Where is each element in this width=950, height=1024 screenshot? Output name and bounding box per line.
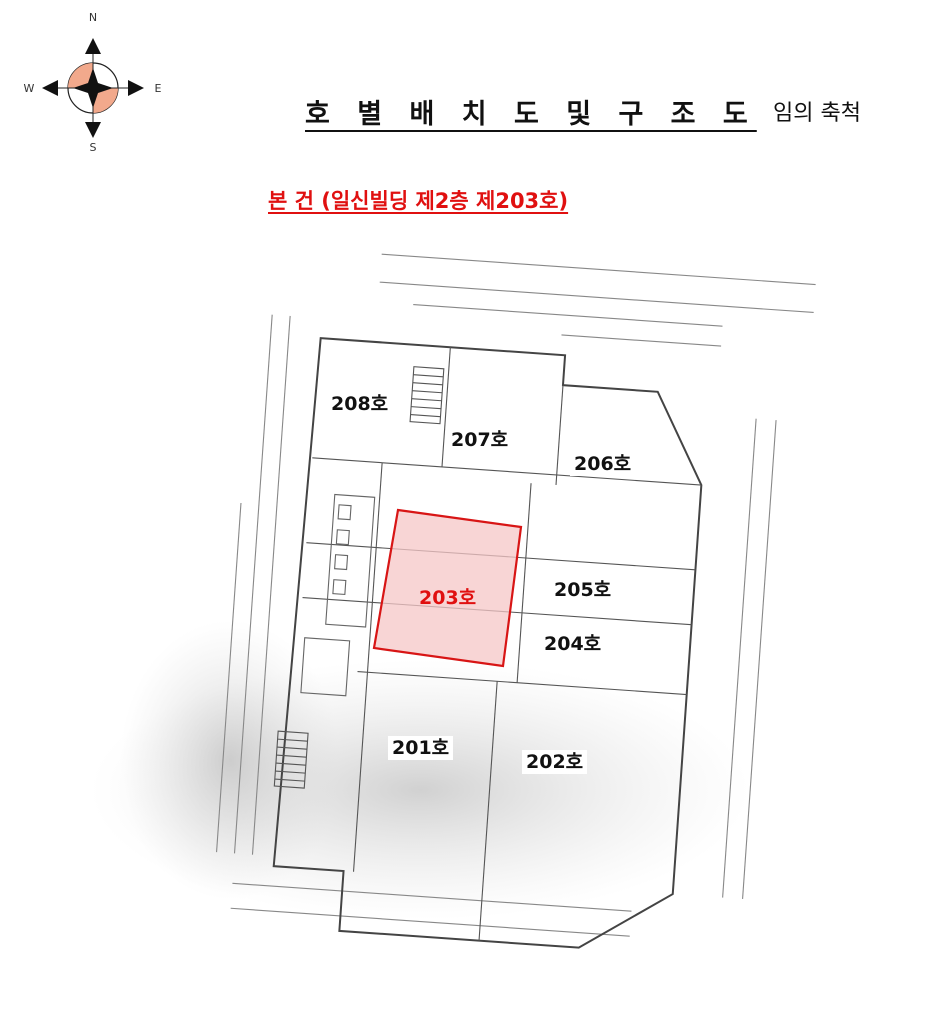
room-label-205: 205호: [550, 578, 616, 602]
room-label-206: 206호: [570, 452, 636, 476]
room-label-207: 207호: [447, 428, 513, 452]
compass-quadrant-se: [93, 88, 118, 113]
room-label-202: 202호: [522, 750, 588, 774]
west-arrow-icon: [42, 80, 58, 96]
compass-rose: N S E W: [24, 11, 162, 154]
south-arrow-icon: [85, 122, 101, 138]
compass-w-label: W: [24, 82, 35, 95]
compass-star-icon: [73, 68, 113, 108]
unit-203-highlight: [372, 508, 523, 668]
room-label-203: 203호: [419, 587, 477, 609]
subject-title: 본 건 (일신빌딩 제2층 제203호): [268, 189, 569, 213]
room-label-201: 201호: [388, 736, 454, 760]
plan-linework: [216, 253, 816, 949]
page-title: 호 별 배 치 도 및 구 조 도: [305, 99, 757, 130]
compass-s-label: S: [90, 141, 97, 154]
scale-note: 임의 축척: [773, 101, 861, 126]
east-arrow-icon: [128, 80, 144, 96]
compass-n-label: N: [89, 11, 97, 24]
compass-e-label: E: [155, 82, 162, 95]
compass-quadrant-nw: [68, 63, 93, 88]
room-label-204: 204호: [540, 632, 606, 656]
north-arrow-icon: [85, 38, 101, 54]
scan-shadow: [120, 620, 340, 900]
room-label-208: 208호: [327, 392, 393, 416]
